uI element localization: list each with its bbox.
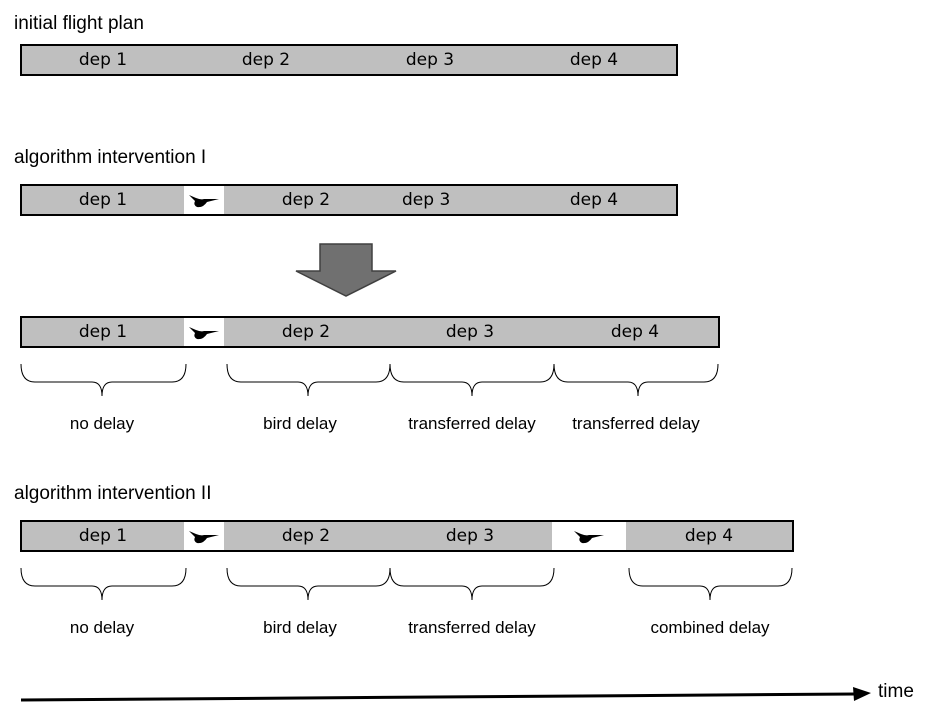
bird-slot (184, 520, 226, 552)
time-axis-label: time (878, 681, 914, 702)
departure-2: dep 2 (224, 316, 390, 348)
bird-icon (574, 531, 604, 544)
brace (389, 567, 555, 601)
time-axis-line (20, 692, 857, 702)
brace (553, 363, 719, 397)
brace (20, 567, 187, 601)
departure-2: dep 2 (224, 520, 390, 552)
brace (389, 363, 555, 397)
brace (226, 363, 391, 397)
bird-icon (189, 195, 219, 208)
departure-1: dep 1 (20, 520, 186, 552)
delay-label: transferred delay (408, 414, 536, 433)
departure-4: dep 4 (512, 184, 678, 216)
down-arrow-icon (295, 243, 397, 297)
brace (20, 363, 187, 397)
heading-initial-flight-plan: initial flight plan (14, 13, 144, 34)
bird-icon (189, 531, 219, 544)
departure-4: dep 4 (626, 520, 794, 552)
departure-3: dep 3 (348, 44, 514, 76)
brace (226, 567, 391, 601)
time-axis-arrowhead (853, 687, 871, 701)
delay-label: bird delay (263, 414, 337, 433)
departure-3: dep 3 (388, 520, 554, 552)
departure-1: dep 1 (20, 184, 186, 216)
delay-label: bird delay (263, 618, 337, 637)
departure-3: dep 3 (388, 316, 554, 348)
delay-label: combined delay (650, 618, 770, 637)
brace (628, 567, 793, 601)
heading-algorithm-intervention-1: algorithm intervention I (14, 147, 207, 168)
bird-icon (189, 327, 219, 340)
delay-label: no delay (69, 414, 135, 433)
departure-3: dep 3 (388, 184, 514, 216)
delay-label: no delay (69, 618, 135, 637)
bird-slot (552, 520, 628, 552)
departure-2: dep 2 (224, 184, 390, 216)
bird-slot (184, 184, 226, 216)
departure-4: dep 4 (512, 44, 678, 76)
delay-label: transferred delay (572, 414, 700, 433)
heading-algorithm-intervention-2: algorithm intervention II (14, 483, 212, 504)
delay-label: transferred delay (408, 618, 536, 637)
departure-4: dep 4 (552, 316, 720, 348)
